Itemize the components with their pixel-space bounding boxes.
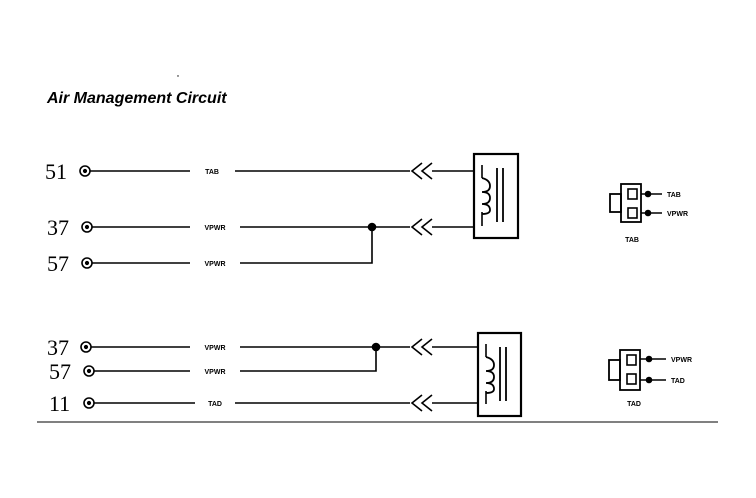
pin-c1-1: 51 xyxy=(45,159,67,184)
solenoid-c1 xyxy=(472,152,520,240)
pin-c1-3: 57 xyxy=(47,251,69,276)
connector-chevron-c1-2 xyxy=(410,218,433,236)
connector-chevron-c1-1 xyxy=(410,162,433,180)
terminal-c1-3 xyxy=(81,257,93,269)
connector-icon-c2 xyxy=(608,349,666,391)
terminal-c2-2 xyxy=(83,365,95,377)
connector-label-c2-2: TAD xyxy=(671,378,685,385)
solenoid-c2 xyxy=(476,331,523,418)
connector-icon-c1 xyxy=(609,183,662,223)
terminal-c1-2 xyxy=(81,221,93,233)
connector-label-c2-1: VPWR xyxy=(671,357,692,364)
connector-chevron-c2-1 xyxy=(410,338,433,356)
diagram-title: Air Management Circuit xyxy=(47,90,227,107)
splice-c1 xyxy=(367,222,377,232)
pin-c1-2: 37 xyxy=(47,215,69,240)
connector-label-c1-1: TAB xyxy=(667,192,681,199)
terminal-c2-3 xyxy=(83,397,95,409)
pin-c2-3: 11 xyxy=(49,391,70,416)
wire-label-c2-2: VPWR xyxy=(205,369,226,376)
splice-c2 xyxy=(371,342,381,352)
wire-c2-2 xyxy=(94,347,377,372)
connector-name-c2: TAD xyxy=(627,401,641,408)
wire-label-c1-1: TAB xyxy=(205,169,219,176)
connector-label-c1-2: VPWR xyxy=(667,211,688,218)
wire-label-c2-1: VPWR xyxy=(205,345,226,352)
wire-label-c1-3: VPWR xyxy=(205,261,226,268)
pin-c2-2: 57 xyxy=(49,359,71,384)
connector-name-c1: TAB xyxy=(625,237,639,244)
wire-c1-3 xyxy=(92,227,373,264)
terminal-c2-1 xyxy=(80,341,92,353)
terminal-c1-1 xyxy=(79,165,91,177)
wire-label-c1-2: VPWR xyxy=(205,225,226,232)
wire-label-c2-3: TAD xyxy=(208,401,222,408)
connector-chevron-c2-2 xyxy=(410,394,433,412)
pin-c2-1: 37 xyxy=(47,335,69,360)
